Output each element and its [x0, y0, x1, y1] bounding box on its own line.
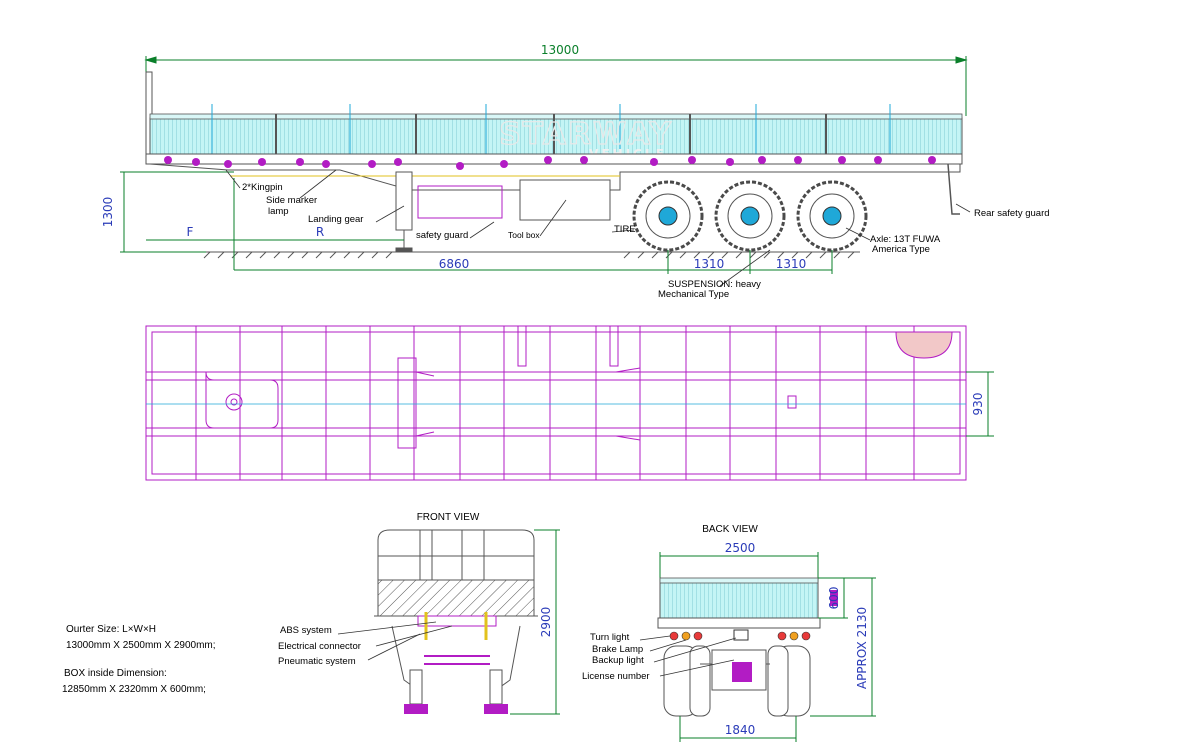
back-wheels [663, 645, 811, 717]
landing-gear-label: Landing gear [308, 214, 363, 225]
axle-spacing-2-value: 1310 [776, 257, 807, 271]
back-leader-lines [639, 635, 737, 677]
ground-line [203, 251, 860, 259]
side-safety-guard [417, 185, 503, 219]
back-track-dimension [679, 716, 797, 742]
turn-light-label: Turn light [590, 632, 630, 643]
side-frame [145, 153, 963, 191]
rear-safety-guard [947, 163, 960, 215]
tool-box-label: Tool box [508, 230, 540, 240]
outer-size-value: 13000mm X 2500mm X 2900mm; [66, 640, 216, 651]
wheelbase-value: 6860 [439, 257, 470, 271]
axle-label-1: Axle: 13T FUWA [870, 234, 941, 245]
pneumatic-system-label: Pneumatic system [278, 656, 356, 667]
back-lights [669, 629, 811, 641]
front-letter: F [187, 225, 194, 239]
top-view: 930 [145, 325, 994, 481]
back-width-value: 2500 [725, 541, 756, 555]
front-leg-feet [404, 704, 508, 714]
front-legs [409, 669, 503, 705]
side-leader-lines [225, 169, 971, 287]
back-view: BACK VIEW 2500 [582, 524, 876, 742]
side-panels [149, 104, 963, 160]
front-body [374, 529, 538, 691]
tool-box [519, 179, 611, 221]
kingpin-label: 2*Kingpin [242, 182, 283, 193]
top-width-value: 930 [971, 393, 985, 416]
front-view-title: FRONT VIEW [417, 512, 480, 523]
front-yellow-markers [424, 612, 488, 640]
front-height-value: 2900 [539, 607, 553, 638]
watermark-text: STARWAY [499, 117, 673, 152]
side-view: 13000 STARWAY VEHICLE [101, 43, 1050, 300]
box-dimension-title: BOX inside Dimension: [64, 668, 167, 679]
axle-label-2: America Type [872, 244, 930, 255]
suspension-label-1: SUSPENSION: heavy [668, 279, 761, 290]
rear-safety-guard-label: Rear safety guard [974, 208, 1050, 219]
brake-lamp-label: Brake Lamp [592, 644, 643, 655]
overall-length-value: 13000 [541, 43, 579, 57]
side-wheels [632, 180, 868, 252]
license-number-label: License number [582, 671, 650, 682]
backup-light-label: Backup light [592, 655, 644, 666]
overall-length-dimension [144, 56, 968, 116]
back-view-title: BACK VIEW [702, 524, 758, 535]
axle-spacing-1-value: 1310 [694, 257, 725, 271]
back-height-dimensions [810, 577, 876, 717]
wheel-1 [632, 180, 704, 252]
back-width-dimension [659, 552, 819, 582]
front-view: FRONT VIEW [278, 512, 560, 715]
tire-label: TIRE [614, 224, 636, 235]
back-body [657, 577, 838, 629]
electrical-connector-label: Electrical connector [278, 641, 361, 652]
wheel-2 [714, 180, 786, 252]
back-overall-height-value: APPROX 2130 [855, 607, 869, 689]
lashing-points [164, 156, 936, 170]
top-frame [145, 325, 967, 481]
front-height-dimension [510, 529, 560, 715]
back-side-height-value: 600 [827, 587, 841, 610]
rear-hatch [895, 331, 953, 359]
safety-guard-label: safety guard [416, 230, 468, 241]
wheel-3 [796, 180, 868, 252]
back-center-detail [732, 662, 752, 682]
abs-system-label: ABS system [280, 625, 332, 636]
outer-size-title: Ourter Size: L×W×H [66, 624, 156, 635]
landing-gear [395, 171, 413, 253]
side-height-value: 1300 [101, 197, 115, 228]
back-track-value: 1840 [725, 723, 756, 737]
spec-block: Ourter Size: L×W×H 13000mm X 2500mm X 29… [62, 624, 216, 695]
box-dimension-value: 12850mm X 2320mm X 600mm; [62, 684, 206, 695]
suspension-label-2: Mechanical Type [658, 289, 729, 300]
side-marker-label-2: lamp [268, 206, 289, 217]
side-dimensions [120, 171, 833, 274]
rear-letter: R [316, 225, 324, 239]
top-width-dimension [966, 371, 994, 437]
side-marker-label-1: Side marker [266, 195, 317, 206]
front-leader-lines [337, 621, 453, 661]
